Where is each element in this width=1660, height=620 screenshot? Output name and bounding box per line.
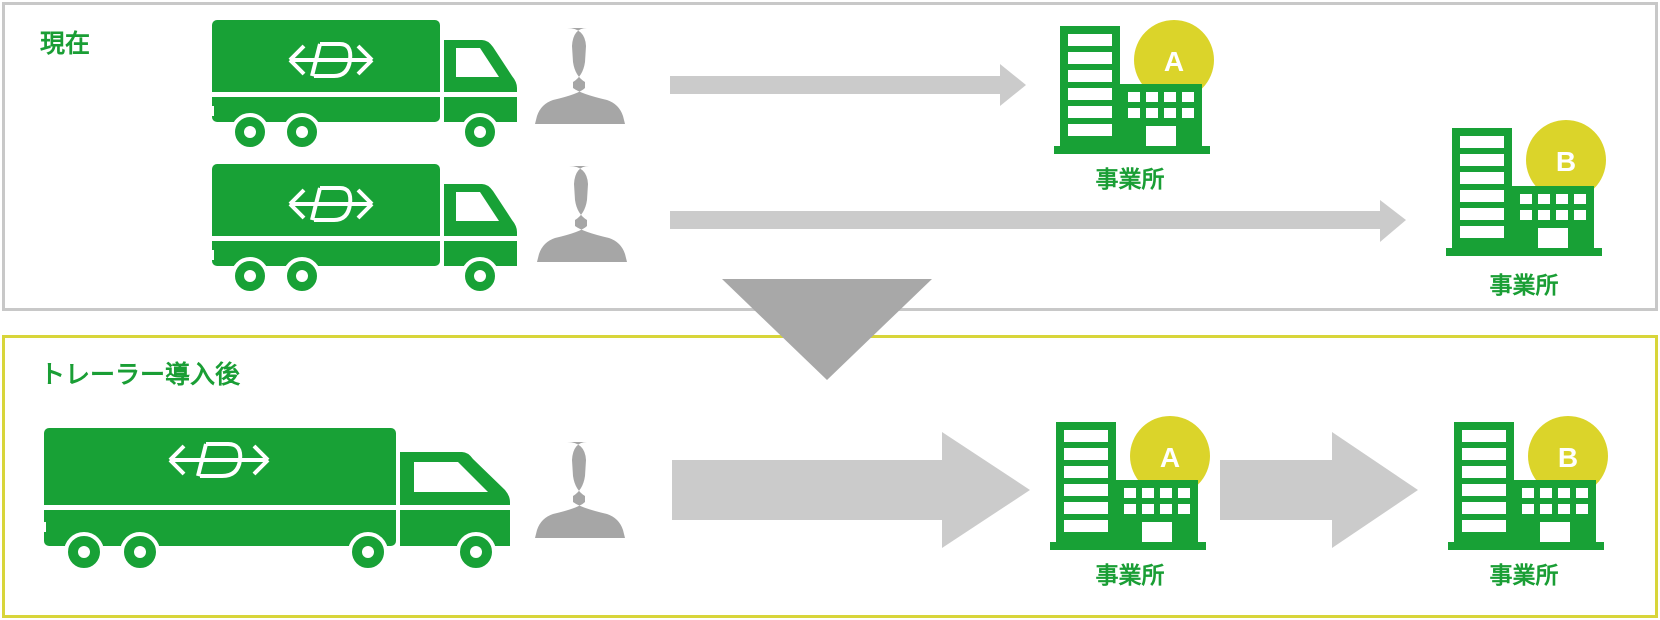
thick-arrow-to-office-a [672,432,1030,548]
office-a-label: 事業所 [1095,167,1165,193]
trailer-truck-icon [40,428,510,572]
driver-2-icon [537,166,627,262]
driver-1-icon [535,28,625,124]
office-b-icon [1446,120,1606,256]
office-b-label: 事業所 [1489,273,1559,299]
transition-arrow [722,279,932,380]
thick-arrow-to-office-b [1220,432,1418,548]
office-a-letter: A [1164,46,1184,77]
office-b-after-letter: B [1558,442,1578,473]
office-a-icon [1054,20,1214,154]
office-b-after-label: 事業所 [1489,563,1559,589]
driver-3-icon [535,442,625,538]
truck-1-icon [206,18,519,151]
office-b-letter: B [1556,146,1576,177]
arrow-to-office-b [670,200,1406,242]
current-label: 現在 [40,29,91,58]
office-a-after-label: 事業所 [1095,563,1165,589]
office-b-after-icon [1448,416,1608,550]
after-label: トレーラー導入後 [40,360,241,389]
truck-2-icon [206,162,519,295]
office-a-after-letter: A [1160,442,1180,473]
office-a-after-icon [1050,416,1210,550]
arrow-to-office-a [670,64,1026,106]
